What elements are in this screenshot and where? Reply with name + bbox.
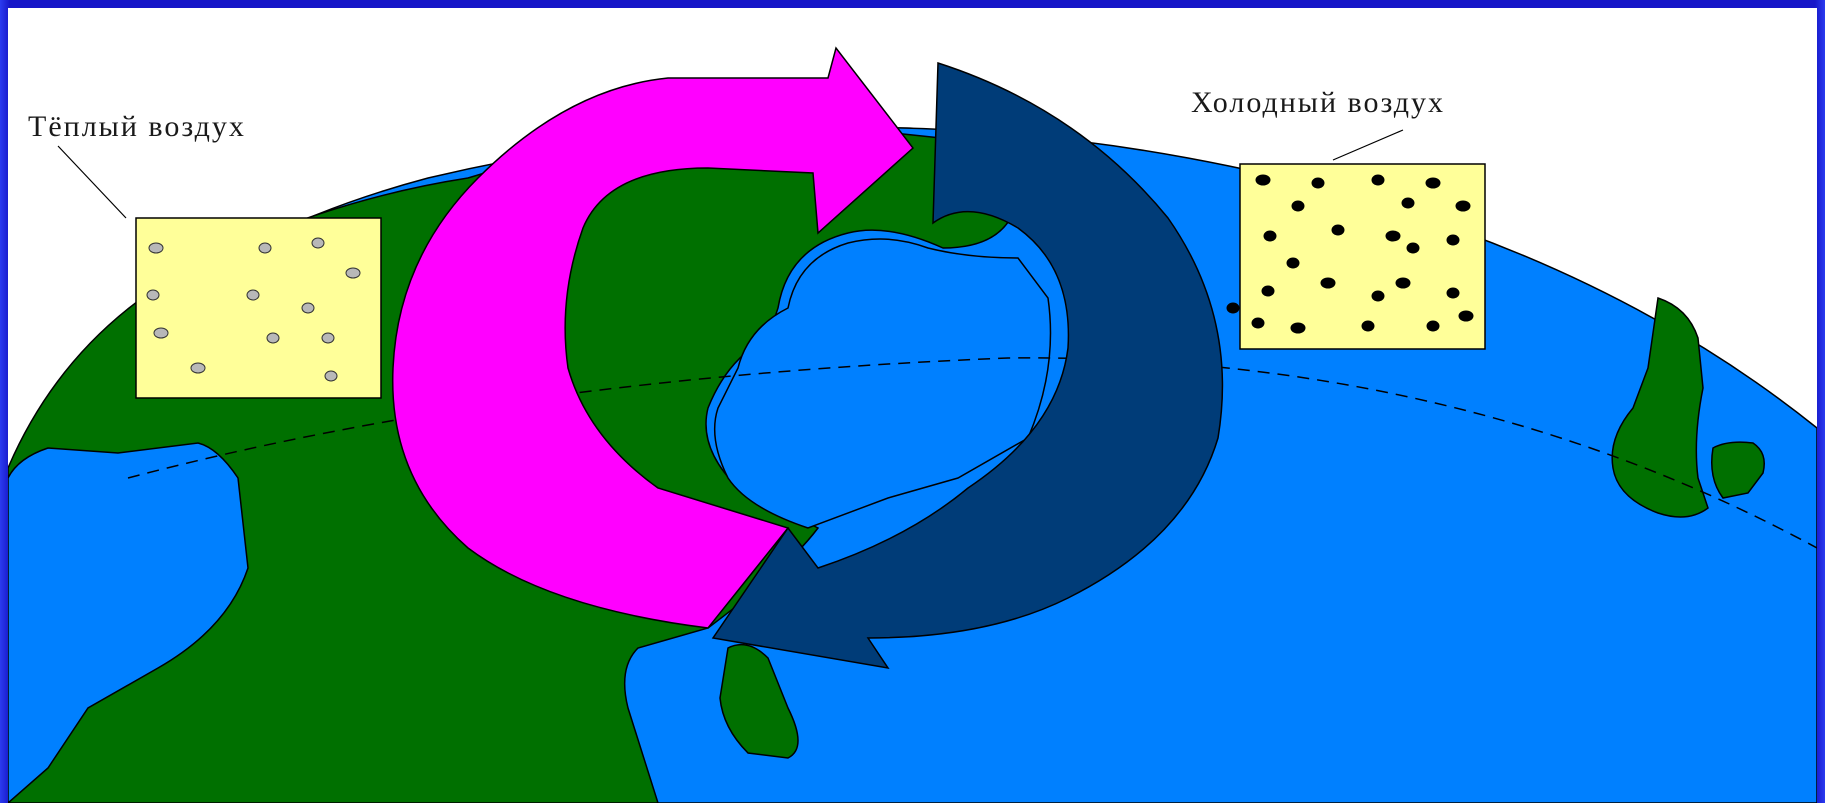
air-particle	[1227, 303, 1239, 313]
air-particle	[247, 290, 259, 300]
air-particle	[1292, 201, 1304, 211]
air-particle	[1427, 321, 1439, 331]
air-particle	[154, 328, 168, 338]
air-particle	[302, 303, 314, 313]
air-particle	[1256, 175, 1270, 185]
air-particle	[322, 333, 334, 343]
air-particle	[1287, 258, 1299, 268]
air-circulation-diagram	[8, 8, 1817, 803]
air-particle	[1402, 198, 1414, 208]
air-particle	[1447, 288, 1459, 298]
cold-label-leader	[1333, 130, 1403, 160]
cold-air-box	[1227, 164, 1485, 349]
air-particle	[1312, 178, 1324, 188]
air-particle	[1362, 321, 1374, 331]
air-particle	[325, 371, 337, 381]
air-particle	[1372, 175, 1384, 185]
air-particle	[1262, 286, 1274, 296]
warm-label-leader	[58, 146, 126, 218]
air-particle	[1407, 243, 1419, 253]
air-particle	[1291, 323, 1305, 333]
air-particle	[1372, 291, 1384, 301]
air-particle	[1386, 231, 1400, 241]
air-particle	[147, 290, 159, 300]
air-particle	[346, 268, 360, 278]
warm-air-label: Тёплый воздух	[28, 110, 246, 144]
air-particle	[1459, 311, 1473, 321]
air-particle	[1321, 278, 1335, 288]
air-particle	[1264, 231, 1276, 241]
air-particle	[1332, 225, 1344, 235]
air-particle	[1252, 318, 1264, 328]
cold-air-label: Холодный воздух	[1191, 86, 1445, 120]
air-particle	[1447, 235, 1459, 245]
air-particle	[259, 243, 271, 253]
air-particle	[312, 238, 324, 248]
air-particle	[191, 363, 205, 373]
air-particle	[1396, 278, 1410, 288]
air-particle	[1456, 201, 1470, 211]
warm-air-box	[136, 218, 381, 398]
diagram-canvas: Тёплый воздух Холодный воздух	[8, 8, 1817, 803]
air-particle	[149, 243, 163, 253]
air-particle	[267, 333, 279, 343]
air-particle	[1426, 178, 1440, 188]
